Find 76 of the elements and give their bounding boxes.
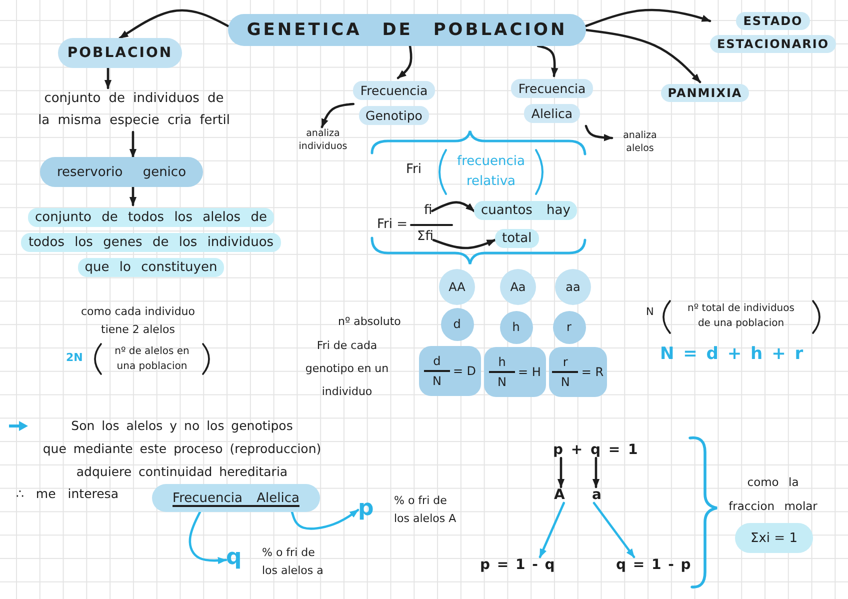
note-text: % o fri de los alelos A	[394, 493, 456, 527]
genotype-circle: aa	[555, 269, 591, 305]
denominator-text: N	[424, 370, 450, 390]
formula-text: Fri	[406, 162, 422, 177]
numerator-text: h	[498, 354, 506, 371]
highlighted-label: Frecuencia Alelica	[511, 76, 593, 126]
note-text: como cada individuo tiene 2 alelos	[80, 304, 196, 338]
arrow	[584, 28, 702, 84]
formula-text: 2N	[66, 351, 83, 364]
allele-symbol: A	[554, 487, 565, 503]
highlighted-label: PANMIXIA	[660, 82, 750, 104]
variable-symbol: p	[358, 496, 374, 521]
variable-symbol: q	[226, 545, 242, 570]
arrow	[432, 238, 496, 250]
denominator-text: N	[489, 371, 516, 391]
numerator-text: r	[562, 354, 568, 371]
formula-text: Fri =	[377, 217, 408, 232]
arrow	[188, 510, 228, 564]
highlighted-label: ESTADO ESTACIONARIO	[710, 10, 836, 56]
arrow	[584, 8, 712, 28]
note-text: nº de alelos en una poblacion	[114, 345, 190, 374]
arrow	[538, 502, 565, 558]
note-text: analiza individuos	[290, 127, 356, 153]
arrow	[129, 186, 137, 206]
equals-text: = R	[581, 365, 604, 379]
arrow	[118, 9, 230, 40]
topic-pill: reservorio genico	[40, 157, 203, 187]
count-circle: r	[552, 310, 586, 344]
numerator-text: fi	[424, 203, 432, 218]
numerator-text: d	[433, 353, 441, 370]
formula-text: N	[646, 306, 654, 318]
note-text: frecuencia relativa	[456, 153, 526, 191]
allele-symbol: a	[592, 487, 602, 503]
genotype-circle: AA	[439, 269, 475, 305]
note-text: Fri de cada genotipo en un individuo	[304, 338, 390, 400]
arrow	[557, 456, 565, 488]
note-text: ∴ me interesa	[16, 486, 118, 501]
fraction-box	[484, 347, 546, 397]
arrow	[592, 456, 600, 488]
equals-text: = H	[518, 365, 541, 379]
note-text: nº absoluto	[338, 315, 401, 328]
genotype-circle: Aa	[500, 269, 536, 305]
fraction-box	[549, 347, 607, 397]
denominator-text: N	[552, 371, 578, 391]
definition-text: conjunto de individuos de la misma especie cria fertil	[14, 88, 254, 132]
arrow	[290, 508, 360, 530]
note-text: analiza alelos	[612, 129, 668, 155]
note-text: % o fri de los alelos a	[262, 545, 324, 579]
topic-pill: POBLACION	[58, 38, 182, 68]
highlighted-label: total	[495, 230, 539, 248]
highlighted-label: Frecuencia Alelica	[152, 484, 320, 512]
count-circle: d	[440, 308, 474, 340]
highlighted-label: Frecuencia Genotipo	[353, 78, 435, 128]
note-text: nº total de individuos de una poblacion	[686, 302, 796, 331]
formula-text: N = d + h + r	[660, 344, 804, 364]
equation-text: p = 1 - q	[480, 557, 555, 573]
paragraph-text: Son los alelos y no los genotipos que mediante este proceso (reproduccion) adquiere continuidad hereditaria	[42, 417, 322, 481]
arrow	[396, 44, 412, 80]
arrow	[320, 102, 355, 128]
equals-text: = D	[452, 364, 476, 378]
arrow	[536, 44, 558, 78]
equation-text: p + q = 1	[553, 442, 638, 458]
equation-text: q = 1 - p	[616, 557, 691, 573]
fraction-box	[419, 346, 481, 396]
highlighted-label: cuantos hay	[474, 202, 578, 220]
arrow	[104, 66, 112, 90]
formula-pill: Σxi = 1	[735, 523, 813, 553]
note-text: como la fraccion molar	[728, 474, 818, 515]
arrow	[592, 502, 636, 558]
arrow	[584, 124, 614, 142]
title-banner: GENETICA DE POBLACION	[228, 14, 586, 46]
denominator-text: Σfi	[417, 229, 434, 244]
arrow	[431, 201, 476, 212]
count-circle: h	[500, 310, 532, 344]
highlighted-text: conjunto de todos los alelos de todos los genes de los individuos que lo constituyen	[21, 205, 281, 280]
arrow	[129, 130, 137, 158]
